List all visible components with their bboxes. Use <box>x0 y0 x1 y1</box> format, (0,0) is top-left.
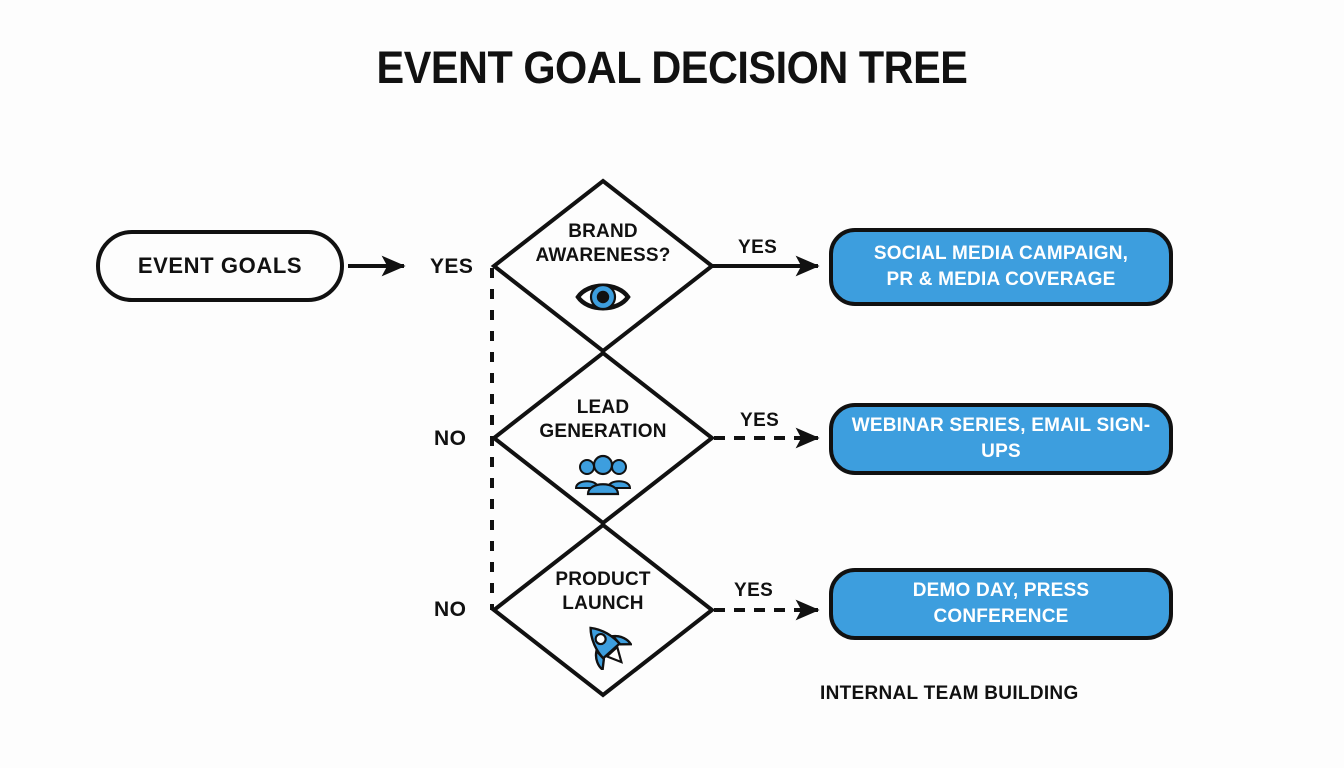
outcome-label: DEMO DAY, PRESS CONFERENCE <box>912 580 1090 627</box>
footnote-internal-team-building: INTERNAL TEAM BUILDING <box>820 683 1079 704</box>
trunk-label-no-1: NO <box>434 427 467 450</box>
edge-label-yes-product: YES <box>734 580 774 601</box>
trunk-label-yes: YES <box>430 255 474 278</box>
start-node-label: EVENT GOALS <box>137 253 303 278</box>
decision-diamond-lead-generation[interactable] <box>490 350 716 526</box>
page-title: EVENT GOAL DECISION TREE <box>376 42 968 93</box>
outcome-label-line2: PR & MEDIA COVERAGE <box>886 269 1116 290</box>
start-node-event-goals[interactable]: EVENT GOALS <box>96 230 344 302</box>
decision-diamond-product-launch[interactable] <box>490 522 716 698</box>
outcome-label-line1: SOCIAL MEDIA CAMPAIGN, <box>873 243 1129 264</box>
outcome-box-brand-awareness[interactable]: SOCIAL MEDIA CAMPAIGN, PR & MEDIA COVERA… <box>829 228 1173 306</box>
trunk-label-no-2: NO <box>434 598 467 621</box>
outcome-box-lead-generation[interactable]: WEBINAR SERIES, EMAIL SIGN-UPS <box>829 403 1173 475</box>
outcome-label: WEBINAR SERIES, EMAIL SIGN-UPS <box>851 415 1151 462</box>
outcome-label: SOCIAL MEDIA CAMPAIGN, PR & MEDIA COVERA… <box>874 241 1128 293</box>
edge-label-yes-brand: YES <box>738 237 778 258</box>
decision-diamond-brand-awareness[interactable] <box>490 178 716 354</box>
edge-label-yes-lead: YES <box>740 410 780 431</box>
outcome-box-product-launch[interactable]: DEMO DAY, PRESS CONFERENCE <box>829 568 1173 640</box>
